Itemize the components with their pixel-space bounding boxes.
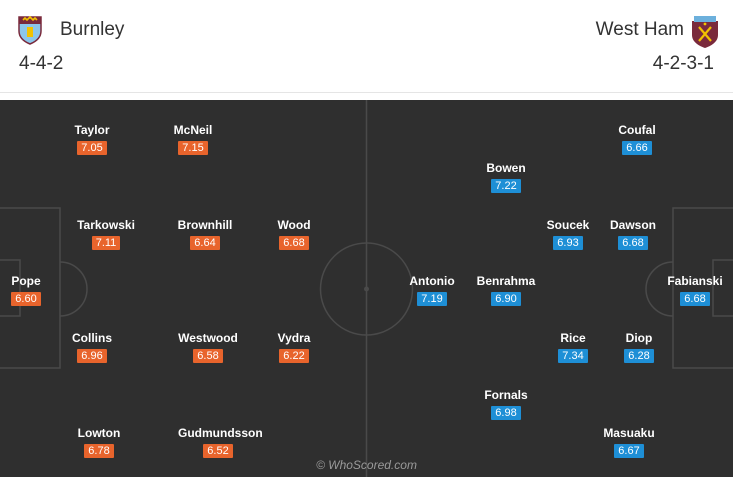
player-rating: 6.98 xyxy=(491,406,521,420)
whoscored-watermark: © WhoScored.com xyxy=(316,458,417,472)
player-rating: 6.67 xyxy=(614,444,644,458)
player-benrahma[interactable]: Benrahma 6.90 xyxy=(466,274,546,307)
player-name: Rice xyxy=(560,331,586,345)
player-pope[interactable]: Pope 6.60 xyxy=(0,274,66,307)
pitch: Taylor 7.05 McNeil 7.15 Tarkowski 7.11 B… xyxy=(0,100,733,477)
away-team-name: West Ham xyxy=(595,19,684,40)
player-rating: 6.58 xyxy=(193,349,223,363)
player-rice[interactable]: Rice 7.34 xyxy=(533,331,613,364)
player-name: Soucek xyxy=(546,218,590,232)
home-team-name: Burnley xyxy=(60,19,125,40)
player-name: Coufal xyxy=(618,123,656,137)
player-westwood[interactable]: Westwood 6.58 xyxy=(168,331,248,364)
player-name: Lowton xyxy=(77,426,121,440)
burnley-crest-icon xyxy=(18,15,42,45)
player-rating: 6.22 xyxy=(279,349,309,363)
player-rating: 6.68 xyxy=(618,236,648,250)
player-wood[interactable]: Wood 6.68 xyxy=(254,218,334,251)
match-header: Burnley 4-4-2 West Ham 4-2-3-1 xyxy=(0,0,733,96)
player-mcneil[interactable]: McNeil 7.15 xyxy=(153,123,233,156)
player-name: Antonio xyxy=(409,274,455,288)
player-masuaku[interactable]: Masuaku 6.67 xyxy=(589,426,669,459)
player-name: Diop xyxy=(625,331,653,345)
player-gudmundsson[interactable]: Gudmundsson 6.52 xyxy=(178,426,263,459)
player-name: McNeil xyxy=(173,123,213,137)
player-rating: 6.66 xyxy=(622,141,652,155)
player-diop[interactable]: Diop 6.28 xyxy=(599,331,679,364)
player-name: Tarkowski xyxy=(77,218,135,232)
player-name: Brownhill xyxy=(177,218,233,232)
player-rating: 6.64 xyxy=(190,236,220,250)
player-name: Fabianski xyxy=(667,274,723,288)
player-fornals[interactable]: Fornals 6.98 xyxy=(466,388,546,421)
header-divider xyxy=(0,92,733,93)
player-antonio[interactable]: Antonio 7.19 xyxy=(392,274,472,307)
player-name: Pope xyxy=(11,274,41,288)
player-rating: 7.34 xyxy=(558,349,588,363)
player-rating: 6.96 xyxy=(77,349,107,363)
player-rating: 6.93 xyxy=(553,236,583,250)
player-name: Taylor xyxy=(74,123,110,137)
player-rating: 6.52 xyxy=(203,444,233,458)
player-collins[interactable]: Collins 6.96 xyxy=(52,331,132,364)
player-name: Gudmundsson xyxy=(178,426,263,440)
player-fabianski[interactable]: Fabianski 6.68 xyxy=(655,274,733,307)
player-name: Bowen xyxy=(486,161,526,175)
player-brownhill[interactable]: Brownhill 6.64 xyxy=(165,218,245,251)
player-rating: 7.19 xyxy=(417,292,447,306)
player-name: Benrahma xyxy=(476,274,536,288)
player-rating: 6.60 xyxy=(11,292,41,306)
player-rating: 6.90 xyxy=(491,292,521,306)
player-rating: 7.22 xyxy=(491,179,521,193)
player-rating: 6.78 xyxy=(84,444,114,458)
player-name: Westwood xyxy=(178,331,238,345)
pitch-markings xyxy=(0,100,733,477)
player-name: Wood xyxy=(277,218,311,232)
player-rating: 6.68 xyxy=(279,236,309,250)
player-vydra[interactable]: Vydra 6.22 xyxy=(254,331,334,364)
player-taylor[interactable]: Taylor 7.05 xyxy=(52,123,132,156)
home-formation: 4-4-2 xyxy=(19,53,64,74)
player-coufal[interactable]: Coufal 6.66 xyxy=(597,123,677,156)
player-rating: 7.05 xyxy=(77,141,107,155)
player-name: Masuaku xyxy=(603,426,655,440)
player-name: Fornals xyxy=(484,388,528,402)
player-name: Vydra xyxy=(277,331,311,345)
player-dawson[interactable]: Dawson 6.68 xyxy=(593,218,673,251)
player-rating: 6.28 xyxy=(624,349,654,363)
player-bowen[interactable]: Bowen 7.22 xyxy=(466,161,546,194)
player-soucek[interactable]: Soucek 6.93 xyxy=(528,218,608,251)
player-rating: 6.68 xyxy=(680,292,710,306)
player-name: Collins xyxy=(71,331,112,345)
player-rating: 7.11 xyxy=(91,236,121,250)
player-tarkowski[interactable]: Tarkowski 7.11 xyxy=(66,218,146,251)
player-lowton[interactable]: Lowton 6.78 xyxy=(59,426,139,459)
player-rating: 7.15 xyxy=(178,141,208,155)
away-formation: 4-2-3-1 xyxy=(652,53,714,74)
west-ham-crest-icon xyxy=(692,16,718,48)
player-name: Dawson xyxy=(609,218,656,232)
